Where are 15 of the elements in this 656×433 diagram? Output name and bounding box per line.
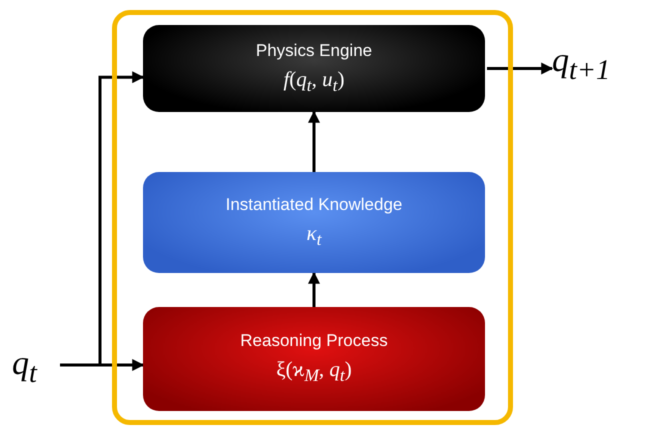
arrow	[487, 62, 554, 74]
box-title: Reasoning Process	[240, 331, 388, 352]
formula: f(q$_{t}$, u$_{t}$)	[283, 66, 345, 96]
arrow	[308, 272, 320, 307]
box-title: Instantiated Knowledge	[226, 194, 402, 215]
outer-frame	[112, 10, 513, 425]
arrow	[308, 110, 320, 172]
process-box	[143, 25, 485, 112]
box-title: Physics Engine	[256, 40, 372, 61]
variable-label: q$_{t+1}$	[552, 44, 642, 84]
variable-label: q$_{t}$	[12, 347, 58, 383]
formula: ξ(ϰ$_{M}$, q$_{t}$)	[276, 357, 352, 387]
formula: κ$_{t}$	[306, 220, 322, 250]
process-box	[143, 307, 485, 411]
process-box	[143, 172, 485, 273]
